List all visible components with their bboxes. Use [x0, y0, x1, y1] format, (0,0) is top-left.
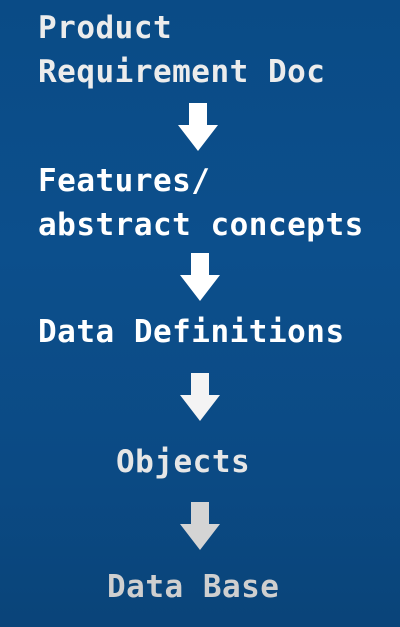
step-data-base: Data Base	[107, 569, 280, 605]
down-arrow-icon	[178, 103, 218, 151]
step-features-line-1: Features/	[38, 163, 211, 199]
down-arrow-icon	[180, 253, 220, 301]
step-data-definitions: Data Definitions	[38, 314, 345, 350]
down-arrow-icon	[180, 373, 220, 421]
step-product-requirement-line-1: Product	[38, 10, 173, 46]
step-objects: Objects	[116, 444, 251, 480]
step-product-requirement-line-2: Requirement Doc	[38, 54, 326, 90]
down-arrow-icon	[180, 502, 220, 550]
step-features-line-2: abstract concepts	[38, 207, 364, 243]
